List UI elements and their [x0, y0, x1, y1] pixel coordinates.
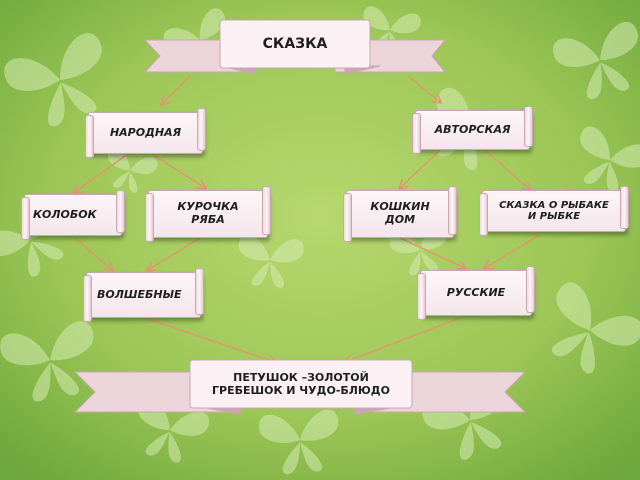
title: СКАЗКА [262, 36, 328, 52]
node-avtorskaya: АВТОРСКАЯ [412, 106, 533, 154]
node-narodnaya: НАРОДНАЯ [85, 108, 206, 158]
node-volshebnye: ВОЛШЕБНЫЕ [83, 268, 204, 322]
node-koshkin-dom: КОШКИН ДОМ [343, 186, 457, 242]
node-kolobok: КОЛОБОК [21, 190, 125, 240]
node-skazka-o-rybake: СКАЗКА О РЫБАКЕ И РЫБКЕ [479, 186, 629, 236]
node-russkie: РУССКИЕ [417, 266, 535, 320]
node-kurochka-ryaba: КУРОЧКА РЯБА [145, 186, 271, 242]
bottom-node: ПЕТУШОК –ЗОЛОТОЙ ГРЕБЕШОК И ЧУДО-БЛЮДО [212, 371, 390, 397]
